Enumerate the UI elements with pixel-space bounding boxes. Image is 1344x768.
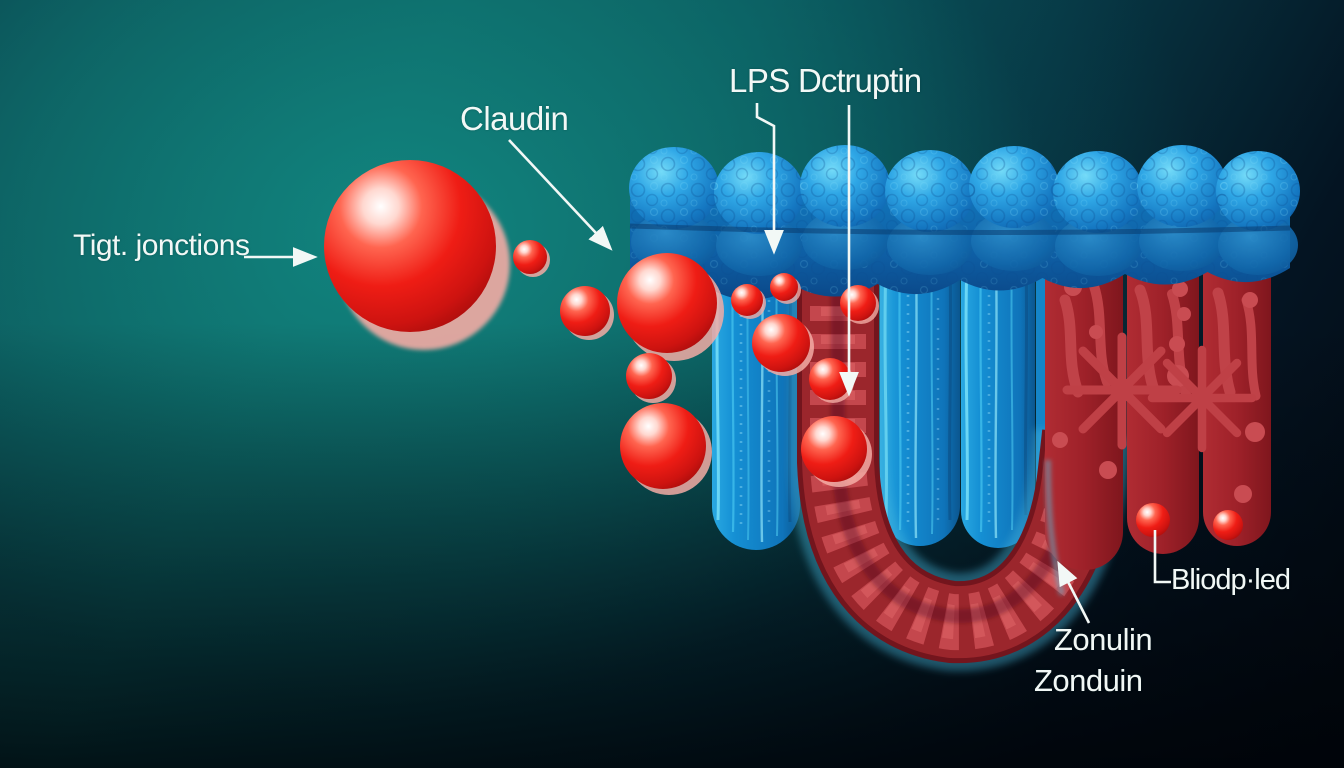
lps-spheres — [324, 160, 1243, 540]
villus-column — [961, 238, 1035, 548]
label-disruptin: Dctruptin — [798, 62, 922, 99]
epithelial-band — [629, 145, 1300, 303]
label-zonulin: Zonulin — [1054, 622, 1153, 657]
label-claudin: Claudin — [460, 100, 569, 137]
label-blood: Bliodp·led — [1171, 564, 1291, 596]
blood-connector-line — [1153, 530, 1171, 584]
label-lps: LPS — [729, 62, 790, 99]
lps-arrow — [755, 103, 784, 255]
epithelial-bump-row-top — [629, 145, 1300, 234]
tissue-cell — [1045, 240, 1123, 596]
zonulin-arrow — [1057, 560, 1091, 624]
red-tissue-cells — [1045, 240, 1271, 596]
label-tight-junctions: Tigt. jonctions — [73, 229, 250, 262]
tissue-swirl-fan — [1147, 345, 1257, 453]
tissue-cell — [1203, 240, 1271, 546]
claudin-arrow — [508, 139, 613, 251]
label-zonduin: Zonduin — [1034, 663, 1143, 698]
annotation-lines — [244, 103, 1171, 624]
band-separation-line — [629, 223, 1291, 236]
lps-sphere-large — [324, 160, 510, 350]
tissue-swirl-fan — [1062, 332, 1182, 450]
